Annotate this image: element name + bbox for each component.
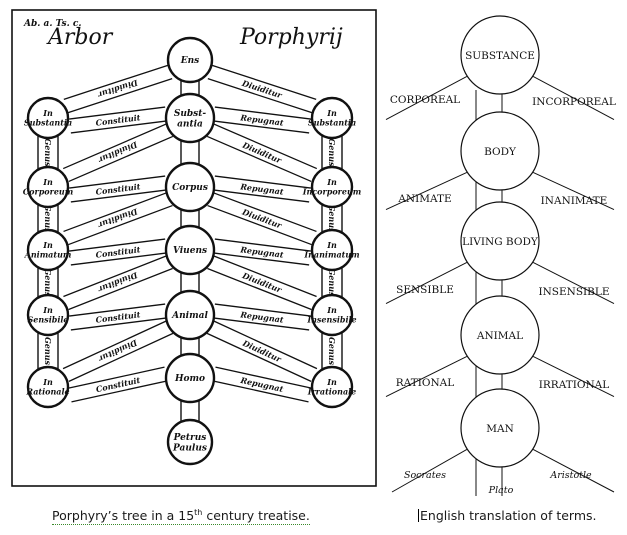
- woodcut-center-node-3: Viuens: [164, 224, 216, 276]
- english-branch-left-1: [385, 171, 468, 211]
- woodcut-center-node-0: Ens: [166, 36, 214, 84]
- english-leaf-2: Aristotle: [549, 470, 592, 481]
- woodcut-center-node-2: Corpus: [164, 161, 216, 213]
- band-left-lower-4: Constituit: [68, 366, 168, 403]
- english-node-4: MAN: [460, 388, 540, 468]
- band-right-lower-4: Repugnat: [212, 366, 312, 403]
- left-caption-tail: century treatise.: [202, 508, 310, 524]
- right-pillar-label-0: Genus: [327, 138, 337, 167]
- left-caption-text: Porphyry’s tree in a 15: [52, 508, 195, 524]
- woodcut-center-label-2: Corpus: [172, 183, 208, 193]
- english-branch-right-2: [532, 262, 615, 304]
- right-caption-text: English translation of terms.: [420, 508, 597, 523]
- english-branch-left-3: [385, 356, 468, 397]
- english-left-label-1: ANIMATE: [397, 193, 451, 205]
- left-pillar-label-1: Genus: [43, 204, 53, 233]
- english-branch-left-0: [385, 76, 468, 120]
- english-node-1: BODY: [460, 111, 540, 191]
- english-branch-right-3: [532, 356, 615, 397]
- left-caption: Porphyry’s tree in a 15th century treati…: [52, 508, 310, 526]
- woodcut-center-label-1: Subst-antia: [174, 109, 207, 129]
- text-cursor: [418, 509, 419, 522]
- left-pillar-label-3: Genus: [43, 337, 53, 366]
- woodcut-center-label-5: Homo: [174, 374, 205, 384]
- woodcut-center-node-5: Homo: [164, 352, 216, 404]
- english-leaf-1: Plato: [488, 485, 514, 496]
- english-branch-leaf-left: [391, 449, 468, 493]
- english-node-label-1: BODY: [484, 146, 517, 158]
- right-pillar-label-1: Genus: [327, 204, 337, 233]
- woodcut-title-arbor: Arbor: [46, 25, 114, 50]
- english-nodes: SUBSTANCE BODY LIVING BODY ANIMAL MAN: [460, 15, 540, 468]
- left-caption-sup: th: [194, 508, 203, 517]
- english-node-3: ANIMAL: [460, 295, 540, 375]
- english-left-label-0: CORPOREAL: [390, 94, 460, 106]
- woodcut-panel: DiuiditurConstituitDiuiditurRepugnatDiui…: [11, 9, 377, 487]
- english-leaf-0: Socrates: [404, 470, 446, 481]
- english-branches: [385, 76, 615, 493]
- woodcut-title-porphyry: Porphyrij: [239, 25, 343, 50]
- left-pillar-label-2: Genus: [43, 268, 53, 297]
- english-node-label-4: MAN: [486, 423, 514, 435]
- english-left-label-3: RATIONAL: [396, 377, 454, 389]
- english-tree: SUBSTANCE BODY LIVING BODY ANIMAL MAN CORPOR…: [385, 15, 616, 496]
- english-node-label-3: ANIMAL: [476, 330, 523, 342]
- woodcut-center-label-3: Viuens: [173, 246, 207, 256]
- woodcut-center-node-1: Subst-antia: [164, 92, 216, 144]
- english-left-label-2: SENSIBLE: [396, 284, 454, 296]
- english-right-label-3: IRRATIONAL: [539, 379, 609, 391]
- english-branch-leaf-right: [532, 449, 615, 493]
- english-node-label-2: LIVING BODY: [462, 236, 539, 248]
- right-caption: English translation of terms.: [418, 508, 597, 523]
- english-right-label-1: INANIMATE: [541, 195, 608, 207]
- woodcut-header-left: Ab. a. Ts. c.: [23, 19, 81, 29]
- english-node-label-0: SUBSTANCE: [465, 50, 535, 62]
- woodcut-nodes: EnsSubst-antiaCorpusViuensAnimalHomoPetr…: [23, 36, 362, 466]
- english-branch-right-1: [532, 171, 615, 211]
- woodcut-center-label-4: Animal: [171, 311, 208, 321]
- english-right-label-0: INCORPOREAL: [532, 96, 616, 108]
- right-pillar-label-3: Genus: [327, 337, 337, 366]
- english-node-0: SUBSTANCE: [460, 15, 540, 95]
- english-right-label-2: INSENSIBLE: [538, 286, 609, 298]
- english-labels: CORPOREAL ANIMATE SENSIBLE RATIONAL INCORPOR…: [390, 94, 616, 496]
- woodcut-center-node-4: Animal: [164, 289, 216, 341]
- woodcut-center-label-0: Ens: [180, 56, 199, 66]
- right-pillar-label-2: Genus: [327, 268, 337, 297]
- left-pillar-label-0: Genus: [43, 138, 53, 167]
- english-branch-right-0: [532, 76, 615, 120]
- english-node-2: LIVING BODY: [460, 201, 540, 281]
- english-branch-left-2: [385, 262, 468, 304]
